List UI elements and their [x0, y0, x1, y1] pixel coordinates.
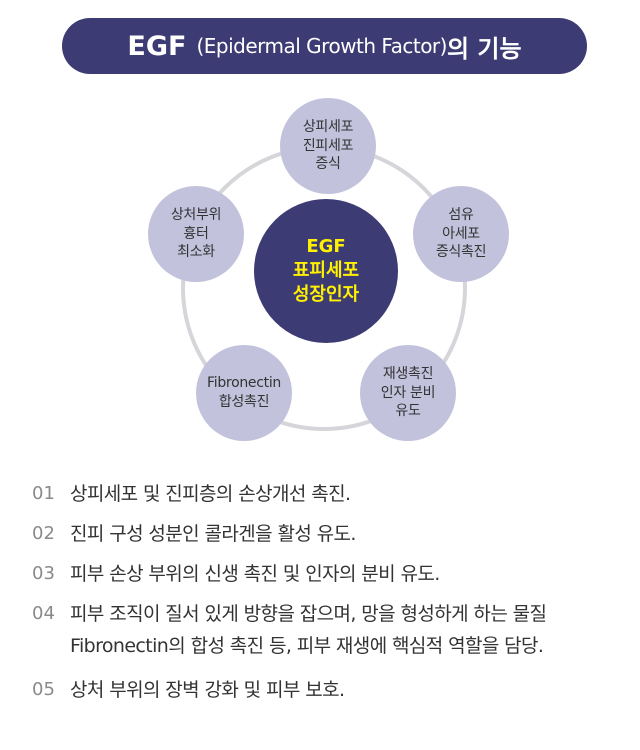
- center-line: 표피세포: [292, 259, 360, 281]
- list-number: 04: [32, 603, 55, 624]
- node-epithelial-proliferation: 상피세포 진피세포 증식: [280, 98, 376, 194]
- list-item: 01 상피세포 및 진피층의 손상개선 촉진.: [32, 478, 632, 510]
- list-item: 04 피부 조직이 질서 있게 방향을 잡으며, 망을 형성하게 하는 물질 F…: [32, 598, 632, 662]
- node-scar-minimization: 상처부위 흉터 최소화: [148, 186, 244, 282]
- list-number: 02: [32, 523, 55, 544]
- node-line: 재생촉진: [382, 365, 434, 382]
- list-text: 상피세포 및 진피층의 손상개선 촉진.: [70, 483, 351, 505]
- center-line: 성장인자: [292, 284, 360, 306]
- node-line: 아세포: [442, 225, 480, 242]
- title-subtitle: (Epidermal Growth Factor): [196, 34, 447, 58]
- list-item: 02 진피 구성 성분인 콜라겐을 활성 유도.: [32, 518, 632, 550]
- node-line: Fibronectin: [207, 375, 281, 392]
- center-line: EGF: [306, 235, 346, 257]
- list-text: 피부 조직이 질서 있게 방향을 잡으며, 망을 형성하게 하는 물질 Fibr…: [70, 603, 547, 657]
- title-main: EGF: [127, 30, 187, 62]
- list-item: 05 상처 부위의 장벽 강화 및 피부 보호.: [32, 674, 632, 706]
- function-list: 01 상피세포 및 진피층의 손상개선 촉진. 02 진피 구성 성분인 콜라겐…: [32, 478, 632, 706]
- list-text: 상처 부위의 장벽 강화 및 피부 보호.: [70, 679, 345, 701]
- node-line: 최소화: [177, 244, 215, 261]
- node-line: 상처부위: [170, 206, 222, 223]
- node-line: 증식: [315, 156, 341, 173]
- node-fibronectin-synthesis: Fibronectin 합성촉진: [196, 345, 292, 441]
- node-fibroblast-proliferation: 섬유 아세포 증식촉진: [413, 186, 509, 282]
- node-line: 증식촉진: [435, 244, 487, 261]
- list-number: 01: [32, 483, 55, 504]
- node-line: 흉터: [183, 225, 209, 242]
- list-text: 진피 구성 성분인 콜라겐을 활성 유도.: [70, 523, 356, 545]
- title-tail: 의 기능: [446, 34, 522, 63]
- node-line: 유도: [395, 403, 421, 420]
- node-line: 진피세포: [302, 137, 354, 154]
- list-text: 피부 손상 부위의 신생 촉진 및 인자의 분비 유도.: [70, 563, 440, 585]
- title-banner: EGF (Epidermal Growth Factor) 의 기능: [62, 18, 587, 74]
- node-line: 상피세포: [302, 118, 354, 135]
- list-number: 03: [32, 563, 55, 584]
- node-line: 인자 분비: [380, 384, 436, 401]
- node-line: 섬유: [448, 206, 474, 223]
- list-number: 05: [32, 679, 55, 700]
- list-item: 03 피부 손상 부위의 신생 촉진 및 인자의 분비 유도.: [32, 558, 632, 590]
- node-line: 합성촉진: [218, 394, 270, 410]
- center-circle: EGF 표피세포 성장인자: [254, 199, 398, 343]
- node-regeneration-factor: 재생촉진 인자 분비 유도: [360, 345, 456, 441]
